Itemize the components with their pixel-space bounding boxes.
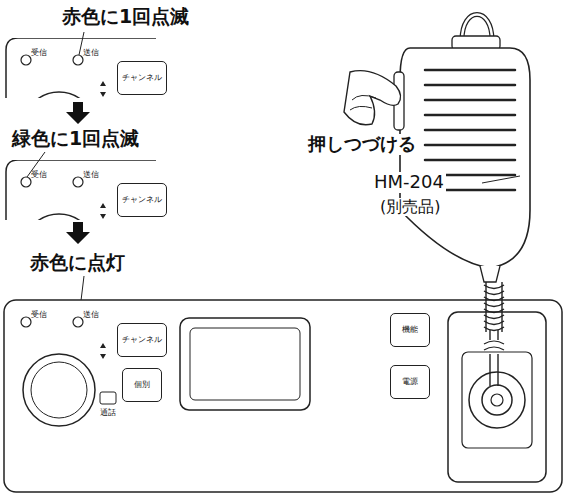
step-caption: 緑色に1回点滅 — [12, 128, 139, 150]
panel-button: 機能 — [390, 313, 430, 347]
panel-label: 受信 — [31, 310, 47, 319]
panel-label: 送信 — [83, 170, 99, 179]
panel-label: 送信 — [83, 48, 99, 57]
panel-label: 通話 — [100, 408, 116, 417]
model-label: HM-204 — [372, 172, 446, 193]
panel-label: 送信 — [83, 310, 99, 319]
panel-button: 個別 — [122, 368, 162, 402]
panel-button: チャンネル — [117, 323, 167, 357]
step-caption: 赤色に点灯 — [30, 252, 125, 274]
button-label: チャンネル — [122, 74, 162, 83]
step-caption: 赤色に1回点滅 — [62, 6, 189, 28]
button-label: チャンネル — [122, 196, 162, 205]
panel-label: 受信 — [31, 170, 47, 179]
button-label: チャンネル — [122, 336, 162, 345]
panel-button: 電源 — [390, 365, 430, 399]
model-label: (別売品) — [378, 198, 442, 216]
panel-button: チャンネル — [117, 61, 167, 95]
button-label: 個別 — [134, 381, 150, 390]
button-label: 電源 — [402, 378, 418, 387]
step-caption: 押しつづける — [306, 134, 418, 155]
panel-label: 受信 — [31, 48, 47, 57]
button-label: 機能 — [402, 326, 418, 335]
panel-button: チャンネル — [117, 183, 167, 217]
